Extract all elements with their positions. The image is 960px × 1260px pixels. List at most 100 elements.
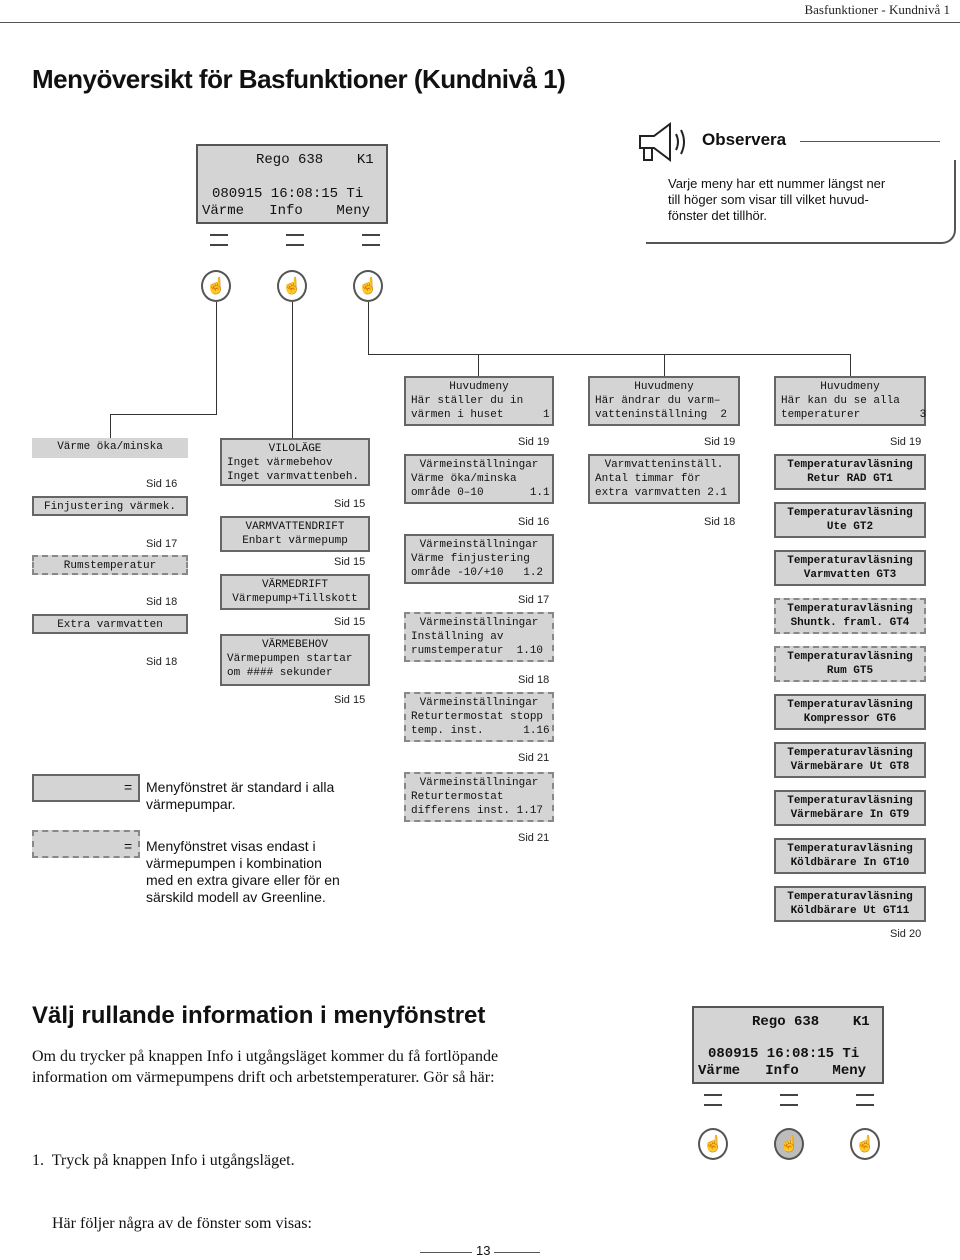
main-menu-2[interactable]: Huvudmeny Här ändrar du varm– vatteninst… xyxy=(588,376,740,426)
connector-line xyxy=(110,414,217,415)
col5-line: Temperaturavläsning xyxy=(787,843,913,855)
sid-ref: Sid 21 xyxy=(518,752,550,764)
legend-line: värmepumpen i kombination xyxy=(146,855,322,871)
col1-item-2[interactable]: Finjustering värmek. xyxy=(32,496,188,516)
col2-line: VÄRMEBEHOV xyxy=(261,639,328,651)
sid-ref: Sid 15 xyxy=(334,498,366,510)
button-mark-right xyxy=(856,1094,874,1114)
connector-line xyxy=(368,354,850,355)
legend-standard-swatch xyxy=(32,774,140,802)
col5-item-10[interactable]: Temperaturavläsning Köldbärare Ut GT11 xyxy=(774,886,926,922)
legend-optional-text: Menyfönstret visas endast i värmepumpen … xyxy=(146,838,340,906)
sid-ref: Sid 21 xyxy=(518,832,550,844)
col2-item-2[interactable]: VARMVATTENDRIFT Enbart värmepump xyxy=(220,516,370,552)
col5-item-8[interactable]: Temperaturavläsning Värmebärare In GT9 xyxy=(774,790,926,826)
main-menu-3[interactable]: Huvudmeny Här kan du se alla temperature… xyxy=(774,376,926,426)
connector-line xyxy=(850,354,851,376)
col5-item-7[interactable]: Temperaturavläsning Värmebärare Ut GT8 xyxy=(774,742,926,778)
col3-item-3[interactable]: Värmeinställningar Inställning av rumste… xyxy=(404,612,554,662)
step-line: 1. Tryck på knappen Info i utgångsläget. xyxy=(32,1152,295,1169)
main-menu-line: Här ställer du in xyxy=(411,395,524,407)
sid-ref: Sid 16 xyxy=(518,516,550,528)
col5-line: Ute GT2 xyxy=(826,521,874,533)
col4-line: Varmvatteninställ. xyxy=(604,459,724,471)
button-mark-left xyxy=(210,234,228,254)
col3-item-4[interactable]: Värmeinställningar Returtermostat stopp … xyxy=(404,692,554,742)
press-hand-icon-active[interactable]: ☝ xyxy=(774,1128,804,1160)
col5-item-9[interactable]: Temperaturavläsning Köldbärare In GT10 xyxy=(774,838,926,874)
legend-eq: = xyxy=(124,779,133,795)
col2-item-3[interactable]: VÄRMEDRIFT Värmepump+Tillskott xyxy=(220,574,370,610)
connector-line xyxy=(664,354,665,376)
display-line-2: 080915 16:08:15 Ti xyxy=(708,1046,860,1062)
page-title: Menyöversikt för Basfunktioner (Kundnivå… xyxy=(32,64,566,94)
legend-line: Menyfönstret visas endast i xyxy=(146,838,316,854)
col2-line: Enbart värmepump xyxy=(242,535,348,547)
col5-item-5[interactable]: Temperaturavläsning Rum GT5 xyxy=(774,646,926,682)
col5-line: Temperaturavläsning xyxy=(787,603,913,615)
sid-ref: Sid 18 xyxy=(518,674,550,686)
col1-item-4[interactable]: Extra varmvatten xyxy=(32,614,188,634)
col2-line: Inget värmebehov xyxy=(227,457,333,469)
col5-item-4[interactable]: Temperaturavläsning Shuntk. framl. GT4 xyxy=(774,598,926,634)
legend-eq: = xyxy=(124,838,133,854)
button-mark-right xyxy=(362,234,380,254)
col5-line: Rum GT5 xyxy=(826,665,874,677)
main-menu-line: Huvudmeny xyxy=(820,381,880,393)
col5-item-3[interactable]: Temperaturavläsning Varmvatten GT3 xyxy=(774,550,926,586)
press-hand-icon[interactable]: ☝ xyxy=(850,1128,880,1160)
col5-item-6[interactable]: Temperaturavläsning Kompressor GT6 xyxy=(774,694,926,730)
col5-line: Varmvatten GT3 xyxy=(803,569,897,581)
col3-line: Inställning av xyxy=(411,631,504,643)
col1-item-3[interactable]: Rumstemperatur xyxy=(32,555,188,575)
col2-line: om #### sekunder xyxy=(227,667,333,679)
col5-item-1[interactable]: Temperaturavläsning Retur RAD GT1 xyxy=(774,454,926,490)
press-hand-icon[interactable]: ☝ xyxy=(277,270,307,302)
col3-item-1[interactable]: Värmeinställningar Värme öka/minska områ… xyxy=(404,454,554,504)
press-hand-icon[interactable]: ☝ xyxy=(698,1128,728,1160)
sid-ref: Sid 15 xyxy=(334,556,366,568)
col3-item-5[interactable]: Värmeinställningar Returtermostat differ… xyxy=(404,772,554,822)
col1-item-1[interactable]: Värme öka/minska xyxy=(32,438,188,458)
observera-line-3: fönster det tillhör. xyxy=(668,208,767,223)
col4-item-1[interactable]: Varmvatteninställ. Antal timmar för extr… xyxy=(588,454,740,504)
col1-label: Finjustering värmek. xyxy=(43,501,177,513)
header-rule xyxy=(0,22,960,23)
connector-line xyxy=(216,302,217,414)
col2-line: Värmepumpen startar xyxy=(227,653,353,665)
section-title: Välj rullande information i menyfönstret xyxy=(32,1002,486,1029)
col5-line: Temperaturavläsning xyxy=(787,699,913,711)
col2-item-4[interactable]: VÄRMEBEHOV Värmepumpen startar om #### s… xyxy=(220,634,370,686)
press-hand-icon[interactable]: ☝ xyxy=(201,270,231,302)
col3-line: Värmeinställningar xyxy=(419,777,539,789)
sid-ref: Sid 18 xyxy=(704,516,736,528)
observera-line-2: till höger som visar till vilket huvud- xyxy=(668,192,869,207)
sid-ref: Sid 15 xyxy=(334,616,366,628)
col2-line: VILOLÄGE xyxy=(268,443,322,455)
col3-line: Värmeinställningar xyxy=(419,539,539,551)
col2-line: Inget varmvattenbeh. xyxy=(227,471,360,483)
main-menu-line: Huvudmeny xyxy=(634,381,694,393)
legend-line: värmepumpar. xyxy=(146,796,236,812)
col5-line: Temperaturavläsning xyxy=(787,459,913,471)
section-paragraph: Om du trycker på knappen Info i utgångsl… xyxy=(32,1046,498,1088)
legend-standard-text: Menyfönstret är standard i alla värmepum… xyxy=(146,779,334,813)
display-line-3: Värme Info Meny xyxy=(698,1063,867,1079)
col1-label: Rumstemperatur xyxy=(63,560,157,572)
col5-item-2[interactable]: Temperaturavläsning Ute GT2 xyxy=(774,502,926,538)
col3-line: Värme finjustering xyxy=(411,553,530,565)
paragraph-line: information om värmepumpens drift och ar… xyxy=(32,1069,495,1086)
sid-ref: Sid 19 xyxy=(704,436,736,448)
legend-optional-swatch xyxy=(32,830,140,858)
legend-line: särskild modell av Greenline. xyxy=(146,889,326,905)
main-menu-line: Här kan du se alla xyxy=(781,395,900,407)
col2-item-1[interactable]: VILOLÄGE Inget värmebehov Inget varmvatt… xyxy=(220,438,370,486)
step-line: Här följer några av de fönster som visas… xyxy=(32,1215,312,1232)
col3-line: Värme öka/minska xyxy=(411,473,517,485)
display-line-1: Rego 638 K1 xyxy=(256,152,374,168)
col3-item-2[interactable]: Värmeinställningar Värme finjustering om… xyxy=(404,534,554,584)
col3-line: område -10/+10 1.2 xyxy=(411,567,544,579)
main-menu-1[interactable]: Huvudmeny Här ställer du in värmen i hus… xyxy=(404,376,554,426)
sid-ref: Sid 19 xyxy=(518,436,550,448)
press-hand-icon[interactable]: ☝ xyxy=(353,270,383,302)
